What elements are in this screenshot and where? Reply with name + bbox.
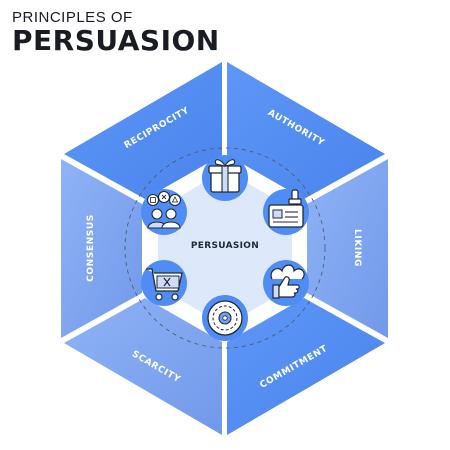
- gift-box-icon: [202, 155, 248, 201]
- center-label: PERSUASION: [191, 241, 259, 251]
- segment-authority: [227, 62, 385, 199]
- dashed-ring: [124, 147, 326, 349]
- page-title: PERSUASION: [12, 24, 220, 57]
- shopping-cart-icon: [141, 260, 187, 306]
- inner-hexagon: [158, 170, 292, 326]
- segment-consensus: [61, 159, 142, 338]
- segment-reciprocity: [64, 62, 222, 199]
- thumbs-up-hand-icon: [263, 260, 309, 306]
- page-subtitle: PRINCIPLES OF: [12, 9, 133, 26]
- segment-commitment: [227, 298, 385, 435]
- label-liking: LIKING: [352, 229, 362, 267]
- id-card-stamp-icon: [263, 189, 309, 235]
- gear-cycle-icon: [202, 295, 248, 341]
- segment-scarcity: [64, 298, 222, 435]
- title-block: PRINCIPLES OF PERSUASION: [12, 10, 220, 56]
- group-people-icon: [141, 189, 187, 235]
- label-consensus: CONSENSUS: [86, 214, 96, 282]
- segment-liking: [307, 159, 388, 338]
